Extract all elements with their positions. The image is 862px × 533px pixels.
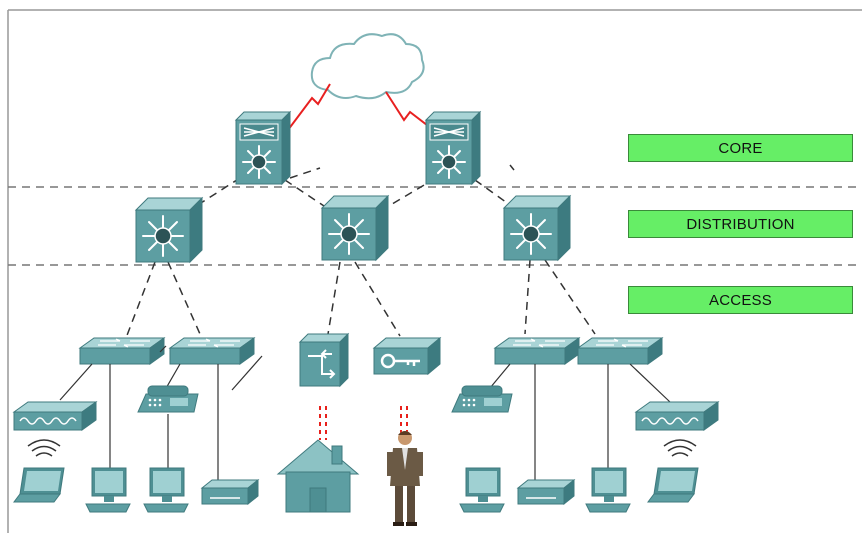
remote-wireless-links <box>319 406 408 440</box>
desktop-pc-3 <box>459 467 505 513</box>
wireless-access-point-right <box>635 401 719 431</box>
desktop-pc-2 <box>143 467 189 513</box>
printer-left <box>201 479 259 505</box>
home-icon <box>276 439 360 513</box>
distribution-layer-label: DISTRIBUTION <box>628 210 853 238</box>
wifi-signal-icon-left <box>27 439 61 457</box>
wifi-signal-icon-right <box>663 439 697 457</box>
wan-cloud-icon <box>310 33 425 100</box>
printer-right <box>517 479 575 505</box>
ip-phone-left <box>137 385 199 413</box>
desktop-pc-1 <box>85 467 131 513</box>
desktop-pc-4 <box>585 467 631 513</box>
core-switch-left <box>235 111 291 185</box>
distribution-switch-right <box>503 195 571 261</box>
access-switch-2 <box>169 337 255 365</box>
access-switch-3 <box>494 337 580 365</box>
access-layer-label: ACCESS <box>628 286 853 314</box>
wireless-access-point-left <box>13 401 97 431</box>
distribution-access-links <box>125 259 596 339</box>
laptop-right <box>647 467 699 503</box>
ip-phone-right <box>451 385 513 413</box>
teleworker-person-icon <box>387 431 423 526</box>
access-switch-4 <box>577 337 663 365</box>
wan-link-right <box>385 91 437 133</box>
distribution-switch-left <box>135 197 203 263</box>
access-device-links <box>59 345 671 480</box>
access-switch-1 <box>79 337 165 365</box>
distribution-switch-center <box>321 195 389 261</box>
core-switch-right <box>425 111 481 185</box>
core-layer-label: CORE <box>628 134 853 162</box>
vpn-key-device-icon <box>372 336 442 376</box>
router-icon <box>298 332 350 388</box>
laptop-left <box>13 467 65 503</box>
wan-link-left <box>287 83 331 131</box>
